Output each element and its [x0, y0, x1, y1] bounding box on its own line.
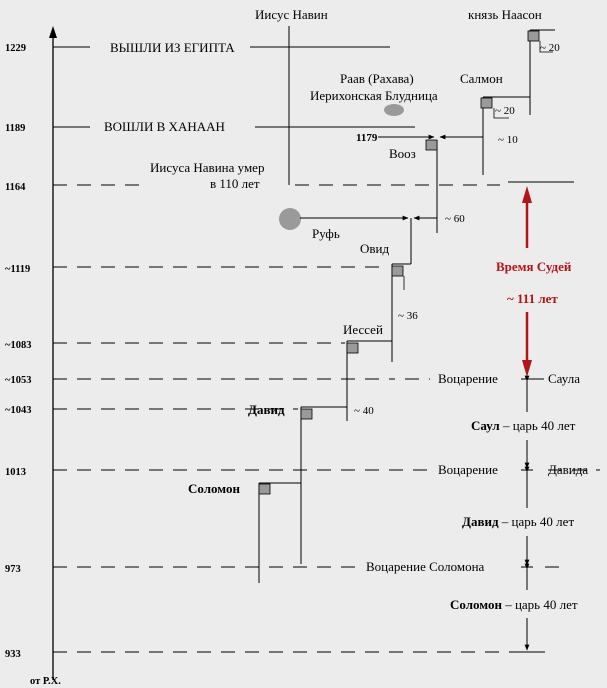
david-reign-label: Давид – царь 40 лет	[462, 514, 574, 529]
ruth-label: Руфь	[312, 226, 340, 241]
david-enthroned-word: Воцарение	[438, 462, 498, 477]
solomon-label: Соломон	[188, 481, 240, 496]
judges-period: Время Судей ~ 111 лет	[496, 186, 572, 377]
joshua-label: Иисус Навин	[255, 7, 328, 22]
exodus-label: ВЫШЛИ ИЗ ЕГИПТА	[110, 40, 235, 55]
year-1083: ~1083	[5, 340, 31, 351]
judges-duration: ~ 111 лет	[507, 291, 558, 306]
jesse-label: Иессей	[343, 322, 383, 337]
boaz-label: Вооз	[389, 146, 416, 161]
david-marker	[300, 408, 313, 420]
nahshon-marker	[527, 30, 540, 42]
solomon-reign-text: – царь 40 лет	[502, 597, 578, 612]
saul-enthroned-name: Саула	[548, 371, 580, 386]
year-1179-label: 1179	[356, 132, 378, 144]
year-1013: 1013	[5, 467, 26, 478]
interval-salmon-boaz: ~ 20	[495, 105, 515, 117]
judges-title: Время Судей	[496, 259, 572, 274]
year-1119: ~1119	[5, 264, 30, 275]
joshua-death-label-2: в 110 лет	[210, 176, 260, 191]
reign-dimension-lines	[521, 375, 533, 653]
judges-arrow-up-head	[522, 186, 532, 203]
year-1189: 1189	[5, 123, 25, 134]
judges-arrow-down-head	[522, 360, 532, 377]
rahab-label-2: Иерихонская Блудница	[310, 88, 438, 103]
saul-name: Саул	[471, 418, 500, 433]
rahab-label-1: Раав (Рахава)	[340, 71, 414, 86]
year-1043: ~1043	[5, 405, 31, 416]
year-1053: ~1053	[5, 375, 31, 386]
dashed-year-lines	[53, 184, 600, 653]
nahshon-label: князь Наасон	[468, 7, 542, 22]
saul-reign-text: – царь 40 лет	[500, 418, 576, 433]
rahab-marker	[384, 104, 404, 116]
year-933: 933	[5, 649, 21, 660]
salmon-interval-bracket	[493, 108, 509, 119]
interval-nahshon-salmon: ~ 20	[540, 42, 560, 54]
canaan-label: ВОШЛИ В ХАНААН	[104, 119, 225, 134]
joshua-death-label-1: Иисуса Навина умер	[150, 160, 264, 175]
david-label: Давид	[248, 402, 285, 417]
saul-enthroned-word: Воцарение	[438, 371, 498, 386]
obed-label: Овид	[360, 241, 389, 256]
saul-reign-label: Саул – царь 40 лет	[471, 418, 576, 433]
david-name: Давид	[462, 514, 499, 529]
solomon-enthroned-label: Воцарение Соломона	[366, 559, 485, 574]
salmon-marker	[480, 97, 493, 109]
year-973: 973	[5, 564, 21, 575]
david-enthroned-name: Давида	[548, 462, 588, 477]
interval-boaz-obed: ~ 60	[445, 213, 465, 225]
ruth-marker	[279, 208, 301, 230]
year-1164: 1164	[5, 182, 26, 193]
obed-marker	[391, 265, 404, 277]
axis-arrowhead	[49, 26, 57, 38]
interval-jesse-david: ~ 40	[354, 405, 374, 417]
boaz-marker	[425, 139, 438, 151]
nahshon-interval-bracket	[539, 41, 553, 53]
salmon-label: Салмон	[460, 71, 503, 86]
year-labels: 1229 1189 1164 ~1119 ~1083 ~1053 ~1043 1…	[5, 43, 31, 660]
interval-boaz-1179: ~ 10	[498, 134, 518, 146]
jesse-marker	[346, 342, 359, 354]
solomon-name: Соломон	[450, 597, 502, 612]
solomon-reign-label: Соломон – царь 40 лет	[450, 597, 578, 612]
solomon-marker	[258, 483, 271, 495]
david-reign-text: – царь 40 лет	[499, 514, 575, 529]
interval-obed-jesse: ~ 36	[398, 310, 418, 322]
axis-origin-label: от Р.Х.	[30, 676, 61, 687]
year-1229: 1229	[5, 43, 26, 54]
